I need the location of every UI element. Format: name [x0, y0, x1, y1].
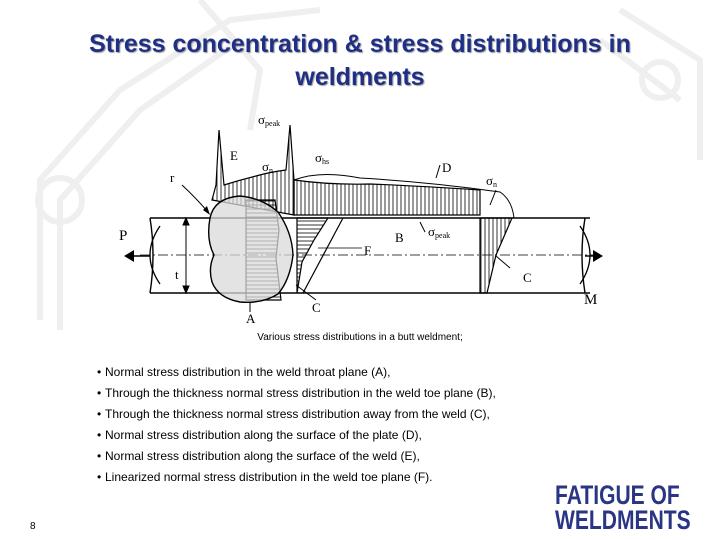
thickness-dimension [182, 216, 190, 295]
bullet-icon: • [97, 386, 102, 400]
logo-line-1: FATIGUE OF [555, 480, 680, 510]
logo-line-2: WELDMENTS [555, 505, 691, 535]
decay-curve [293, 173, 515, 219]
P-arrowhead [124, 250, 134, 262]
M-arrowhead [593, 250, 603, 262]
list-item: •Through the thickness normal stress dis… [97, 404, 496, 425]
label-M: M [584, 292, 597, 308]
title-line-2: weldments [295, 63, 425, 91]
weld-bead [207, 195, 294, 304]
label-sigma-peak-top: σpeak [258, 112, 280, 128]
label-sigma-n-left: σn [262, 159, 273, 175]
label-B: B [395, 230, 404, 245]
slide-title: Stress concentration & stress distributi… [20, 28, 700, 94]
label-P: P [119, 228, 127, 244]
bullet-icon: • [97, 470, 102, 484]
figure-caption: Various stress distributions in a butt w… [257, 332, 463, 343]
distribution-C [479, 217, 513, 294]
list-item: •Through the thickness normal stress dis… [97, 383, 496, 404]
label-A: A [246, 311, 256, 326]
label-D: D [442, 160, 451, 175]
bullet-icon: • [97, 449, 102, 463]
bullet-icon: • [97, 428, 102, 442]
label-C-bottom: C [312, 300, 321, 315]
label-t: t [175, 267, 179, 282]
fatigue-of-weldments-logo: FATIGUE OF WELDMENTS [555, 480, 691, 535]
linearized-F [302, 217, 344, 294]
title-line-1: Stress concentration & stress distributi… [89, 30, 631, 58]
moment-arrows [149, 225, 591, 285]
label-sigma-hs: σhs [315, 150, 329, 166]
label-C-right: C [523, 270, 532, 285]
distribution-D [293, 179, 481, 216]
label-F: F [364, 243, 371, 258]
label-r: r [170, 170, 175, 185]
r-arrowhead [203, 206, 210, 215]
list-item: •Normal stress distribution along the su… [97, 446, 496, 467]
bullet-list: •Normal stress distribution in the weld … [97, 362, 496, 488]
bullet-icon: • [97, 407, 102, 421]
list-item: •Normal stress distribution along the su… [97, 425, 496, 446]
label-sigma-n-right: σn [486, 173, 497, 189]
label-sigma-peak-mid: σpeak [428, 224, 450, 240]
label-E: E [230, 148, 238, 163]
page-number: 8 [30, 521, 36, 532]
list-item: •Normal stress distribution in the weld … [97, 362, 496, 383]
distribution-B [296, 217, 330, 294]
list-item: •Linearized normal stress distribution i… [97, 467, 496, 488]
distribution-E [211, 124, 295, 216]
bullet-icon: • [97, 365, 102, 379]
